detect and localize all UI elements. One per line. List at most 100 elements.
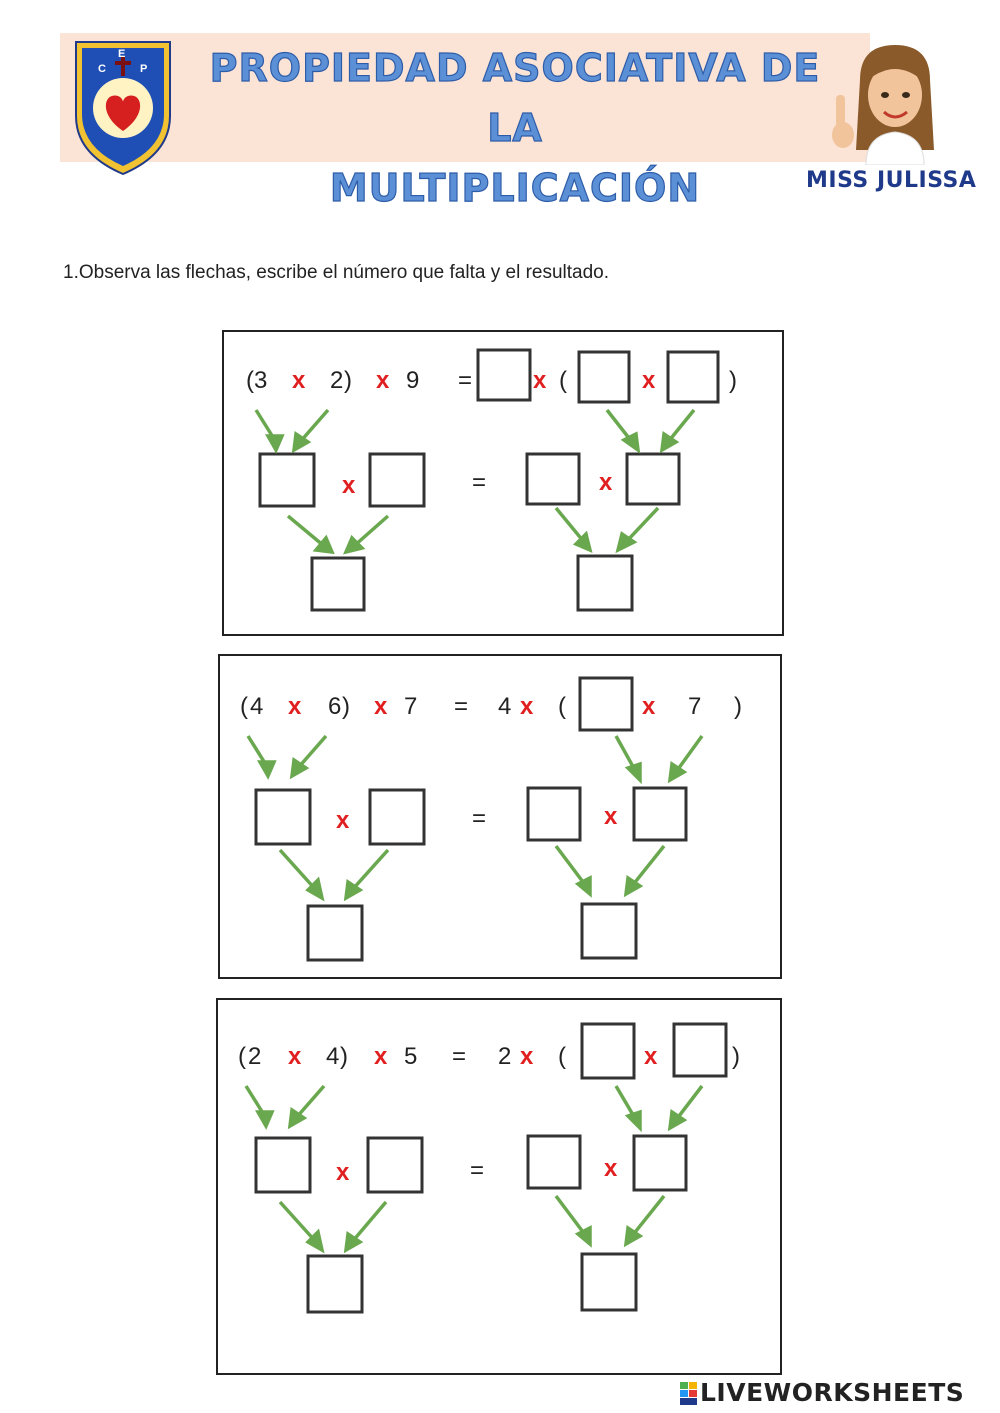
operator-x: x — [336, 1159, 350, 1186]
teacher-name: MISS JULISSA — [806, 168, 977, 193]
factor-a: 4 — [250, 693, 263, 720]
arrow-head — [624, 761, 642, 785]
brand-label: LIVEWORKSHEETS — [700, 1378, 965, 1407]
operator-x: x — [288, 693, 302, 720]
logo-letter-c: C — [98, 63, 106, 75]
liveworksheets-logo-icon — [680, 1382, 697, 1405]
equals-sign: = — [454, 693, 468, 720]
operator-x: x — [336, 807, 350, 834]
factor-b: 2 — [330, 367, 343, 394]
close-paren: ) — [732, 1043, 740, 1070]
answer-box[interactable] — [254, 1136, 312, 1194]
equals-sign: = — [470, 1157, 484, 1184]
operator-x: x — [642, 367, 656, 394]
arrow-head — [572, 530, 593, 553]
operator-x: x — [292, 367, 306, 394]
exercise-frame — [218, 654, 782, 979]
liveworksheets-brand[interactable]: LIVEWORKSHEETS — [680, 1378, 965, 1407]
arrow-head — [624, 1109, 642, 1133]
answer-box[interactable] — [310, 556, 366, 612]
arrow-head — [343, 534, 366, 555]
answer-box[interactable] — [368, 788, 426, 846]
answer-box[interactable] — [580, 1022, 636, 1080]
answer-box[interactable] — [577, 350, 631, 404]
arrow-head — [289, 756, 310, 780]
worksheet-title: PROPIEDAD ASOCIATIVA DE LA MULTIPLICACIÓ… — [190, 38, 840, 218]
factor-c: 9 — [406, 367, 419, 394]
answer-box[interactable] — [632, 786, 688, 842]
arrow-head — [343, 1230, 364, 1254]
arrow-head — [312, 534, 335, 555]
answer-box[interactable] — [254, 788, 312, 846]
arrow-head — [264, 434, 285, 454]
operator-x: x — [520, 1043, 534, 1070]
arrow-head — [659, 430, 680, 454]
answer-box[interactable] — [578, 676, 634, 732]
factor-c: 7 — [404, 693, 417, 720]
exercise-1: ( 3 x 2 ) x 9 = x ( x ) x = x — [222, 330, 786, 638]
answer-box[interactable] — [526, 1134, 582, 1190]
arrow-head — [287, 1106, 308, 1130]
operator-x: x — [288, 1043, 302, 1070]
answer-box[interactable] — [625, 452, 681, 506]
arrow-head — [343, 878, 364, 902]
arrow-head — [254, 1110, 275, 1130]
answer-box[interactable] — [366, 1136, 424, 1194]
close-paren: ) — [734, 693, 742, 720]
exercise-3: ( 2 x 4 ) x 5 = 2 x ( x ) x = x — [216, 998, 784, 1378]
arrow-head — [291, 430, 312, 454]
arrow-head — [305, 876, 325, 902]
factor-a: 2 — [248, 1043, 261, 1070]
arrow-head — [305, 1228, 325, 1254]
close-paren: ) — [342, 693, 350, 720]
answer-box[interactable] — [672, 1022, 728, 1078]
factor-b: 6 — [328, 693, 341, 720]
answer-box[interactable] — [306, 1254, 364, 1314]
answer-box[interactable] — [666, 350, 720, 404]
answer-box[interactable] — [258, 452, 316, 508]
title-line-1: PROPIEDAD ASOCIATIVA DE LA — [209, 45, 821, 150]
equals-sign: = — [472, 805, 486, 832]
answer-box[interactable] — [525, 452, 581, 506]
operator-x: x — [604, 803, 618, 830]
operator-x: x — [374, 693, 388, 720]
exercise-frame — [216, 998, 782, 1375]
answer-box[interactable] — [526, 786, 582, 842]
arrow-head — [574, 1225, 592, 1248]
operator-x: x — [604, 1155, 618, 1182]
arrow-head — [667, 1108, 688, 1132]
answer-box[interactable] — [580, 1252, 638, 1312]
open-paren: ( — [558, 693, 566, 720]
operator-x: x — [642, 693, 656, 720]
rhs-last-factor: 7 — [688, 693, 701, 720]
operator-x: x — [533, 367, 547, 394]
open-paren: ( — [559, 367, 567, 394]
answer-box[interactable] — [576, 554, 634, 612]
logo-letter-e: E — [118, 48, 125, 60]
open-paren: ( — [558, 1043, 566, 1070]
arrow-head — [623, 1224, 644, 1248]
header-band — [60, 33, 870, 162]
arrow-head — [620, 431, 641, 454]
answer-box[interactable] — [580, 902, 638, 960]
close-paren: ) — [344, 367, 352, 394]
teacher-avatar — [832, 45, 934, 165]
arrow-head — [256, 760, 277, 780]
operator-x: x — [520, 693, 534, 720]
factor-a: 3 — [254, 367, 267, 394]
open-paren: ( — [240, 693, 248, 720]
exercise-frame — [222, 330, 784, 636]
exercise-2: ( 4 x 6 ) x 7 = 4 x ( x 7 ) x = x — [218, 654, 784, 982]
operator-x: x — [599, 469, 613, 496]
title-line-2: MULTIPLICACIÓN — [329, 165, 701, 210]
answer-box[interactable] — [476, 348, 532, 402]
answer-box[interactable] — [368, 452, 426, 508]
answer-box[interactable] — [632, 1134, 688, 1192]
factor-b: 4 — [326, 1043, 339, 1070]
arrow-head — [615, 531, 638, 554]
operator-x: x — [644, 1043, 658, 1070]
operator-x: x — [374, 1043, 388, 1070]
answer-box[interactable] — [306, 904, 364, 962]
operator-x: x — [342, 472, 356, 499]
arrow-head — [623, 874, 644, 898]
